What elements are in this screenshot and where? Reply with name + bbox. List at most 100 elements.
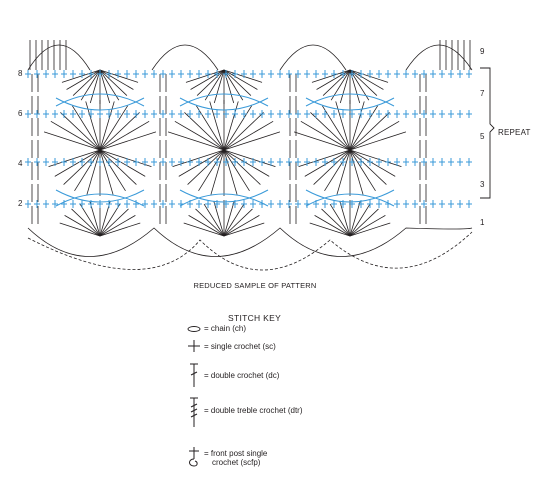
fan-stitch (178, 149, 225, 177)
fan-stitch (99, 131, 157, 151)
fan-stitch (349, 69, 389, 83)
fan-stitch (195, 105, 225, 151)
fan-stitch (99, 149, 146, 177)
fan-stitch (316, 69, 351, 90)
fan-arc (179, 93, 269, 107)
top-scallop (151, 44, 219, 71)
repeat-bracket (480, 67, 495, 199)
fan-stitch (210, 149, 225, 195)
fan-stitch (349, 149, 387, 185)
fan-stitch (99, 149, 126, 192)
fan-stitch (60, 112, 101, 151)
fan-arc (55, 193, 145, 207)
fan-stitch (43, 131, 101, 151)
fan-stitch (313, 149, 351, 185)
fan-stitch (61, 69, 101, 83)
fan-stitch (349, 200, 361, 237)
fan-stitch (72, 69, 101, 96)
fan-stitch (349, 105, 379, 151)
fan-stitch (198, 149, 225, 192)
fan-stitch (48, 149, 101, 168)
fan-stitch (213, 200, 225, 237)
fan-stitch (223, 149, 238, 195)
fan-stitch (99, 149, 114, 195)
fan-stitch (223, 149, 261, 185)
fan-stitch (223, 215, 260, 237)
stitch-key-chain: = chain (ch) (204, 324, 247, 333)
row-number-5: 5 (480, 132, 485, 141)
fan-stitch (213, 69, 225, 104)
fan-stitch (349, 149, 376, 192)
fan-stitch (187, 149, 225, 185)
fan-stitch (223, 222, 265, 237)
top-scallop (405, 44, 473, 71)
fan-stitch (223, 69, 263, 83)
fan-stitch (349, 222, 391, 237)
fan-stitch (324, 149, 351, 192)
fan-stitch (99, 69, 139, 83)
fan-stitch (300, 120, 351, 151)
fan-stitch (54, 149, 101, 177)
fan-stitch (174, 120, 225, 151)
double-crochet-symbol-icon (190, 363, 198, 387)
fan-stitch (223, 149, 250, 192)
fan-stitch (349, 203, 371, 237)
fan-stitch (329, 203, 351, 237)
fan-stitch (79, 203, 101, 237)
fan-stitch (99, 105, 129, 151)
single-crochet-symbol-icon (188, 340, 200, 352)
fan-stitch (349, 149, 402, 168)
row-number-6: 6 (18, 109, 23, 118)
fan-stitch (304, 149, 351, 177)
foundation-chain-row (27, 231, 473, 271)
fan-stitch (223, 149, 276, 168)
fan-stitch (71, 105, 101, 151)
fan-arc (305, 193, 395, 207)
fan-stitch (99, 112, 140, 151)
chain-symbol-icon (187, 326, 201, 332)
fan-arc (179, 97, 269, 111)
fan-stitch (223, 112, 264, 151)
front-post-single-crochet-symbol-icon (189, 447, 199, 467)
fan-stitch (99, 69, 128, 96)
fan-stitch (66, 69, 101, 90)
row-number-8: 8 (18, 69, 23, 78)
fan-stitch (71, 208, 101, 237)
foundation-chain (27, 227, 473, 257)
fan-stitch (349, 120, 400, 151)
fan-stitch (321, 105, 351, 151)
double-treble-crochet-symbol-icon (190, 397, 198, 427)
top-scallop (27, 44, 91, 71)
fan-stitch (349, 69, 384, 90)
fan-stitch (349, 131, 407, 151)
stitch-key-front-post-single-crochet: = front post single (204, 449, 268, 458)
top-scallop (279, 44, 347, 71)
fan-stitch (223, 105, 253, 151)
row-number-7: 7 (480, 89, 485, 98)
fan-stitch (223, 200, 235, 237)
row-number-3: 3 (480, 180, 485, 189)
stitch-key-front-post-single-crochet-line2: crochet (scfp) (212, 458, 261, 467)
crochet-chart (25, 40, 495, 271)
fan-stitch (339, 200, 351, 237)
fan-stitch (349, 208, 379, 237)
fan-stitch (223, 120, 274, 151)
fan-stitch (99, 203, 121, 237)
fan-stitch (314, 215, 351, 237)
fan-stitch (311, 69, 351, 83)
fan-stitch (321, 208, 351, 237)
fan-stitch (310, 112, 351, 151)
fan-stitch (195, 208, 225, 237)
fan-stitch (167, 131, 225, 151)
fan-stitch (99, 208, 129, 237)
fan-stitch (349, 112, 390, 151)
fan-arc (179, 189, 269, 203)
fan-stitch (293, 131, 351, 151)
fan-stitch (188, 215, 225, 237)
fan-stitch (184, 112, 225, 151)
fan-arc (305, 97, 395, 111)
stitch-key-single-crochet: = single crochet (sc) (204, 342, 276, 351)
repeat-label: REPEAT (498, 128, 531, 137)
fan-stitch (183, 222, 225, 237)
